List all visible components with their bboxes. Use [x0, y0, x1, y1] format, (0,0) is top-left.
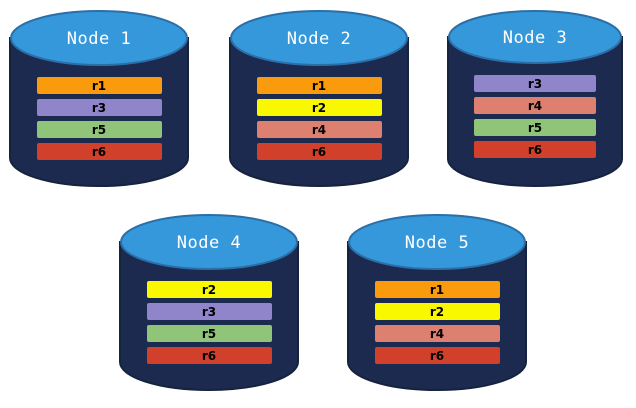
replica-bar-r5[interactable]: r5 — [36, 121, 162, 138]
replica-bar-r1[interactable]: r1 — [36, 77, 162, 94]
replica-bar-r4[interactable]: r4 — [256, 121, 382, 138]
node-1[interactable]: Node 1 r1 r3 r5 r6 — [9, 10, 189, 187]
node-title: Node 4 — [176, 233, 242, 253]
replica-bar-r5[interactable]: r5 — [146, 325, 272, 342]
replica-bar-r1[interactable]: r1 — [374, 281, 500, 298]
node-4[interactable]: Node 4 r2 r3 r5 r6 — [119, 214, 299, 391]
node-5[interactable]: Node 5 r1 r2 r4 r6 — [347, 214, 527, 391]
replica-bar-r2[interactable]: r2 — [374, 303, 500, 320]
replica-bar-r2[interactable]: r2 — [146, 281, 272, 298]
node-title: Node 2 — [286, 29, 352, 49]
replica-bar-r2[interactable]: r2 — [256, 99, 382, 116]
node-title: Node 5 — [404, 233, 470, 253]
replica-stack: r3 r4 r5 r6 — [448, 75, 622, 158]
replica-stack: r1 r2 r4 r6 — [230, 77, 408, 160]
replica-bar-r6[interactable]: r6 — [474, 141, 596, 158]
replica-stack: r1 r2 r4 r6 — [348, 281, 526, 364]
replica-bar-r3[interactable]: r3 — [474, 75, 596, 92]
cylinder-top-cap — [10, 10, 188, 66]
replica-bar-r4[interactable]: r4 — [374, 325, 500, 342]
cylinder-top-cap — [120, 214, 298, 270]
replica-bar-r3[interactable]: r3 — [36, 99, 162, 116]
replica-bar-r6[interactable]: r6 — [146, 347, 272, 364]
cylinder-top-cap — [348, 214, 526, 270]
replica-stack: r2 r3 r5 r6 — [120, 281, 298, 364]
node-2[interactable]: Node 2 r1 r2 r4 r6 — [229, 10, 409, 187]
node-3[interactable]: Node 3 r3 r4 r5 r6 — [447, 10, 623, 187]
cylinder-top-cap — [230, 10, 408, 66]
replica-bar-r6[interactable]: r6 — [374, 347, 500, 364]
replica-bar-r1[interactable]: r1 — [256, 77, 382, 94]
cylinder-top-cap — [448, 10, 622, 64]
replica-stack: r1 r3 r5 r6 — [10, 77, 188, 160]
node-title: Node 3 — [502, 28, 568, 48]
replica-bar-r5[interactable]: r5 — [474, 119, 596, 136]
replica-bar-r6[interactable]: r6 — [256, 143, 382, 160]
replica-bar-r4[interactable]: r4 — [474, 97, 596, 114]
replica-bar-r3[interactable]: r3 — [146, 303, 272, 320]
node-title: Node 1 — [66, 29, 132, 49]
replica-bar-r6[interactable]: r6 — [36, 143, 162, 160]
